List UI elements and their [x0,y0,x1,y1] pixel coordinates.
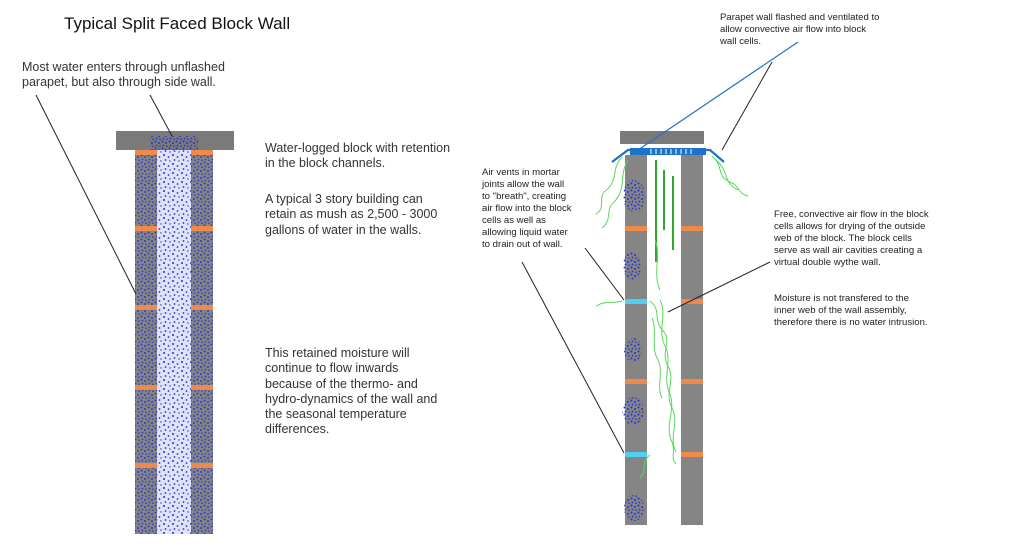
parapet-vent-bar [630,148,706,155]
callout-no-moisture-transfer: Moisture is not transfered to the inner … [774,293,928,328]
callout-water-retention: Water-logged block with retention in the… [265,141,451,171]
right-leader-line-vent-2 [521,261,625,454]
left-leader-line-1 [149,94,173,137]
left-wall-inner-water [191,150,213,534]
left-leader-line-2 [35,94,137,295]
right-mortar-joints [625,226,703,457]
right-wall-inner-wythe [681,155,703,525]
callout-convective-airflow: Free, convective air flow in the block c… [774,209,929,268]
left-parapet-water [150,136,198,150]
callout-air-vents: Air vents in mortar joints allow the wal… [482,167,572,250]
left-wall-cavity-water [157,150,191,534]
callout-water-entry: Most water enters through unflashed para… [22,60,225,90]
right-outer-wet-spots [622,180,645,521]
left-wall-outer-water [135,150,157,534]
callout-water-volume: A typical 3 story building can retain as… [265,192,438,237]
left-mortar-joints [135,150,213,468]
page-title: Typical Split Faced Block Wall [64,14,291,33]
right-leader-line-airflow [667,261,771,313]
callout-parapet-flashing: Parapet wall flashed and ventilated to a… [720,12,880,47]
cavity-airflow-lines [655,160,674,262]
right-wall [521,41,799,525]
airflow-streams [595,155,749,479]
right-leader-line-vent-1 [584,247,625,301]
right-leader-line-parapet [637,41,799,151]
right-leader-line-parapet-2 [721,61,773,151]
callout-retained-moisture: This retained moisture will continue to … [265,346,438,437]
right-parapet-cap [620,131,704,144]
left-wall [35,94,234,534]
parapet-vent-slots [650,149,692,154]
